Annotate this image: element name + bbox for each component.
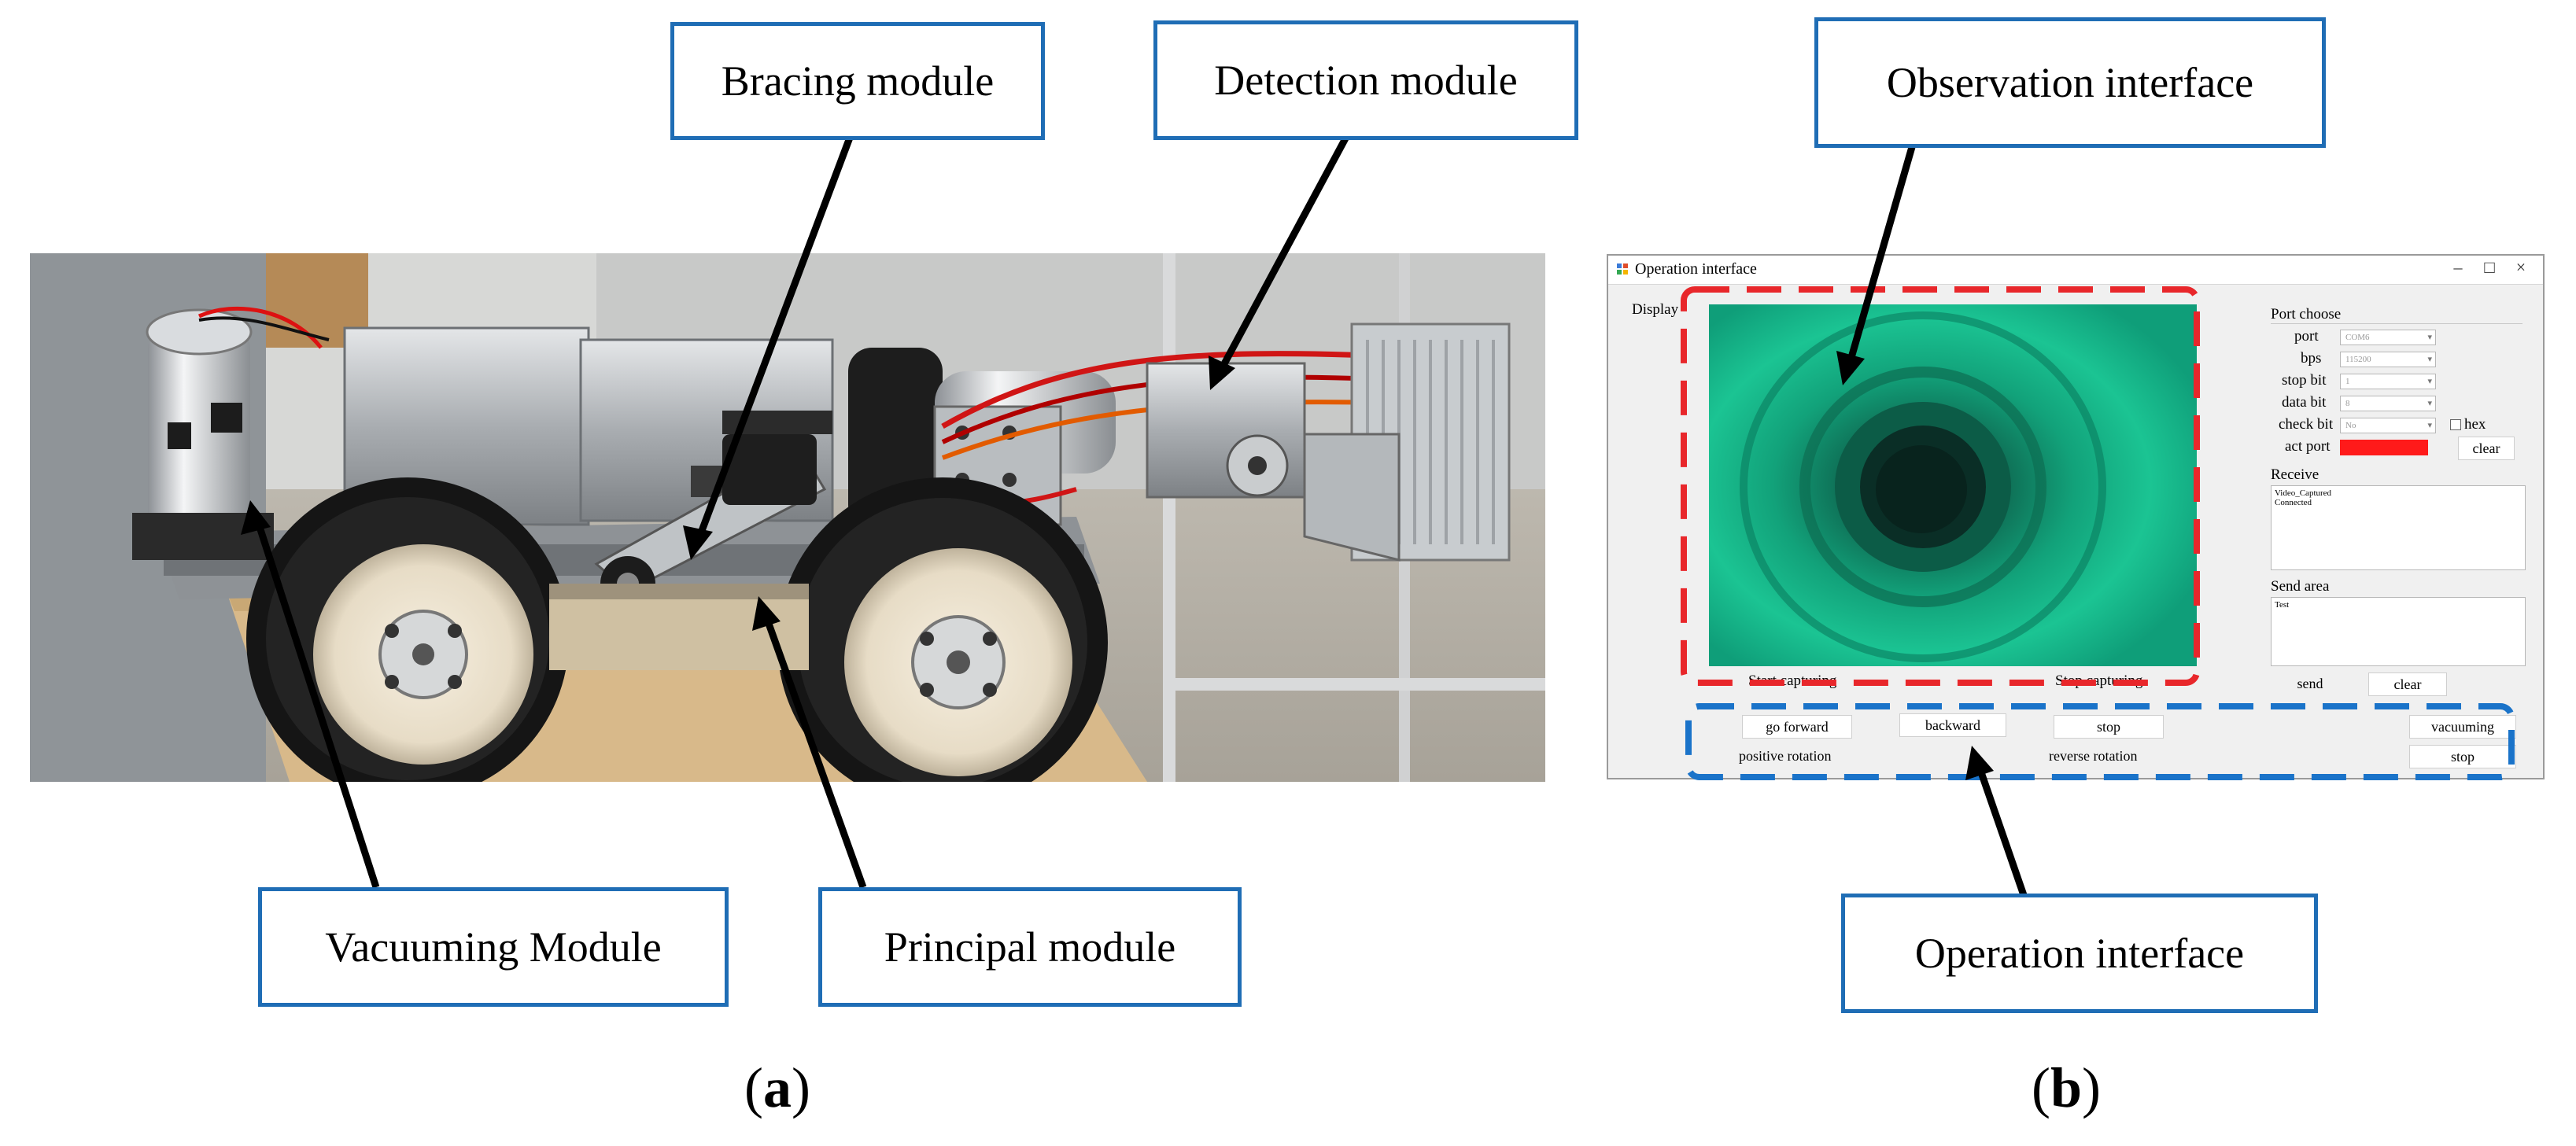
leader-lines xyxy=(241,136,2028,897)
port-clear-button[interactable]: clear xyxy=(2458,437,2515,460)
send-text: Test xyxy=(2275,600,2290,610)
chevron-down-icon: ▾ xyxy=(2427,421,2432,430)
maximize-button[interactable]: □ xyxy=(2484,257,2495,277)
positive-rotation-button[interactable]: positive rotation xyxy=(1739,748,1832,764)
bps-value: 115200 xyxy=(2345,355,2371,364)
window-titlebar: Operation interface – □ × xyxy=(1608,256,2543,285)
reverse-rotation-button[interactable]: reverse rotation xyxy=(2049,748,2138,764)
hex-label: hex xyxy=(2464,416,2486,433)
pipe-camera-view xyxy=(1709,304,2197,666)
checkbit-value: No xyxy=(2345,421,2356,430)
panel-letter-a: a xyxy=(762,1056,792,1119)
bps-select[interactable]: 115200 ▾ xyxy=(2340,352,2436,367)
hex-checkbox[interactable] xyxy=(2450,419,2461,430)
send-area-heading: Send area xyxy=(2271,578,2330,595)
receive-heading: Receive xyxy=(2271,466,2320,483)
minimize-button[interactable]: – xyxy=(2453,257,2463,277)
chevron-down-icon: ▾ xyxy=(2427,399,2432,408)
databit-label: data bit xyxy=(2282,394,2327,411)
callout-principal-module: Principal module xyxy=(818,887,1242,1007)
port-label: port xyxy=(2294,328,2319,345)
window-title: Operation interface xyxy=(1635,260,1757,278)
send-clear-button[interactable]: clear xyxy=(2368,672,2447,696)
vacuum-stop-button[interactable]: stop xyxy=(2409,745,2516,768)
operation-highlight xyxy=(1685,703,2515,780)
checkbit-label: check bit xyxy=(2279,416,2334,433)
close-button[interactable]: × xyxy=(2515,257,2526,277)
observation-highlight xyxy=(1681,286,2200,686)
port-choose-heading: Port choose xyxy=(2271,306,2342,322)
checkbit-select[interactable]: No ▾ xyxy=(2340,418,2436,433)
chevron-down-icon: ▾ xyxy=(2427,377,2432,386)
callout-detection-module: Detection module xyxy=(1153,20,1578,140)
receive-line: Connected xyxy=(2275,498,2312,507)
send-textarea[interactable]: Test xyxy=(2271,597,2526,666)
backward-button[interactable]: backward xyxy=(1899,713,2006,737)
panel-label-a: (a) xyxy=(744,1056,810,1119)
app-icon xyxy=(1616,263,1629,275)
callout-bracing-module: Bracing module xyxy=(670,22,1045,140)
stop-button[interactable]: stop xyxy=(2054,715,2164,739)
port-value: COM6 xyxy=(2345,333,2370,342)
stopbit-value: 1 xyxy=(2345,377,2350,386)
display-label: Display xyxy=(1632,301,1679,318)
bps-label: bps xyxy=(2301,350,2322,367)
receive-line: Video_Captured xyxy=(2275,488,2332,498)
go-forward-button[interactable]: go forward xyxy=(1742,715,1852,739)
operation-window: Operation interface – □ × Display xyxy=(1607,254,2545,779)
panel-letter-b: b xyxy=(2050,1056,2083,1119)
panel-label-b: (b) xyxy=(2032,1056,2102,1119)
callout-vacuuming-module: Vacuuming Module xyxy=(258,887,729,1007)
stopbit-select[interactable]: 1▾ xyxy=(2340,374,2436,389)
rear-wheel xyxy=(777,477,1108,782)
port-status-indicator xyxy=(2340,440,2428,455)
chevron-down-icon: ▾ xyxy=(2427,333,2432,342)
actport-label: act port xyxy=(2285,438,2331,455)
callout-observation-interface: Observation interface xyxy=(1814,17,2326,148)
callout-operation-interface: Operation interface xyxy=(1841,894,2318,1013)
robot-illustration xyxy=(30,253,1545,782)
video-display xyxy=(1709,304,2197,666)
databit-value: 8 xyxy=(2345,399,2350,408)
chevron-down-icon: ▾ xyxy=(2427,355,2432,364)
vacuuming-button[interactable]: vacuuming xyxy=(2409,715,2516,739)
port-select[interactable]: COM6 ▾ xyxy=(2340,330,2436,345)
databit-select[interactable]: 8▾ xyxy=(2340,396,2436,411)
stopbit-label: stop bit xyxy=(2282,372,2327,389)
send-button[interactable]: send xyxy=(2297,676,2323,691)
receive-textarea[interactable]: Video_Captured Connected xyxy=(2271,485,2526,570)
robot-photo xyxy=(30,253,1545,782)
front-wheel xyxy=(246,477,569,782)
